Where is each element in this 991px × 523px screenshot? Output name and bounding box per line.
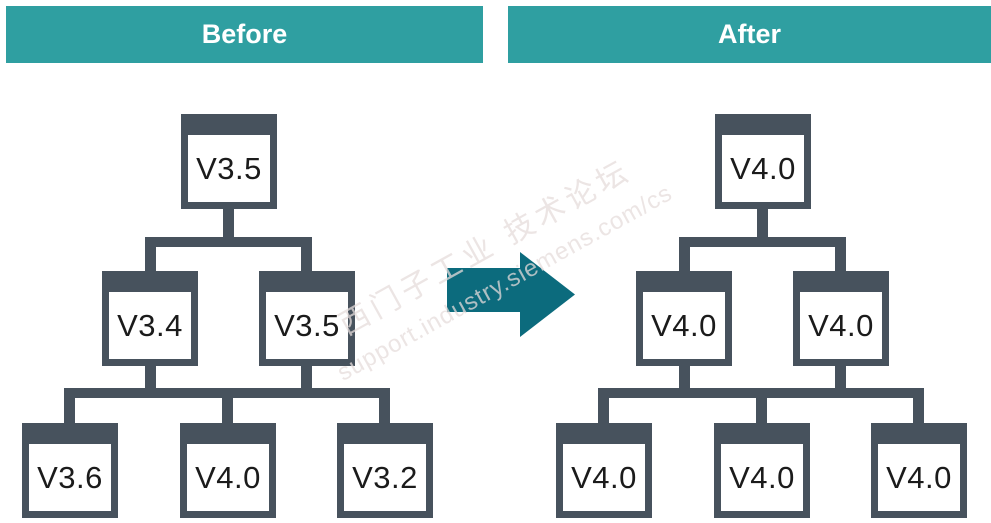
tree-connector [835, 364, 846, 392]
before-to-after-arrow-icon [447, 252, 575, 337]
tree-connector [913, 396, 924, 424]
after-level2-node-2: V4.0 [793, 271, 889, 366]
tree-connector [145, 364, 156, 392]
before-level2-node-2: V3.5 [259, 271, 355, 366]
version-label: V4.0 [721, 444, 803, 511]
version-label: V4.0 [643, 292, 725, 359]
tree-connector [756, 396, 767, 424]
tree-connector [301, 245, 312, 273]
version-label: V3.2 [344, 444, 426, 511]
after-level3-node-3: V4.0 [871, 423, 967, 518]
before-header: Before [6, 6, 483, 63]
after-level2-node-1: V4.0 [636, 271, 732, 366]
version-label: V4.0 [878, 444, 960, 511]
tree-connector [679, 245, 690, 273]
version-label: V3.6 [29, 444, 111, 511]
tree-connector [679, 237, 846, 247]
after-header: After [508, 6, 991, 63]
before-level3-node-2: V4.0 [180, 423, 276, 518]
before-level3-node-3: V3.2 [337, 423, 433, 518]
tree-connector [223, 205, 234, 247]
tree-connector [64, 388, 390, 398]
version-label: V4.0 [722, 135, 804, 202]
after-tree: V4.0 V4.0 V4.0 V4.0 V4.0 V4.0 [534, 0, 967, 523]
after-level3-node-2: V4.0 [714, 423, 810, 518]
before-level2-node-1: V3.4 [102, 271, 198, 366]
version-label: V3.4 [109, 292, 191, 359]
version-label: V3.5 [188, 135, 270, 202]
tree-connector [145, 245, 156, 273]
tree-connector [598, 396, 609, 424]
tree-connector [679, 364, 690, 392]
tree-connector [64, 396, 75, 424]
tree-connector [835, 245, 846, 273]
tree-connector [145, 237, 312, 247]
tree-connector [301, 364, 312, 392]
tree-connector [757, 205, 768, 247]
version-label: V4.0 [800, 292, 882, 359]
before-root-node: V3.5 [181, 114, 277, 209]
after-level3-node-1: V4.0 [556, 423, 652, 518]
tree-connector [598, 388, 924, 398]
before-level3-node-1: V3.6 [22, 423, 118, 518]
tree-connector [379, 396, 390, 424]
version-label: V4.0 [563, 444, 645, 511]
version-label: V3.5 [266, 292, 348, 359]
before-tree: V3.5 V3.4 V3.5 V3.6 V4.0 V3.2 [0, 0, 433, 523]
version-label: V4.0 [187, 444, 269, 511]
tree-connector [222, 396, 233, 424]
after-root-node: V4.0 [715, 114, 811, 209]
